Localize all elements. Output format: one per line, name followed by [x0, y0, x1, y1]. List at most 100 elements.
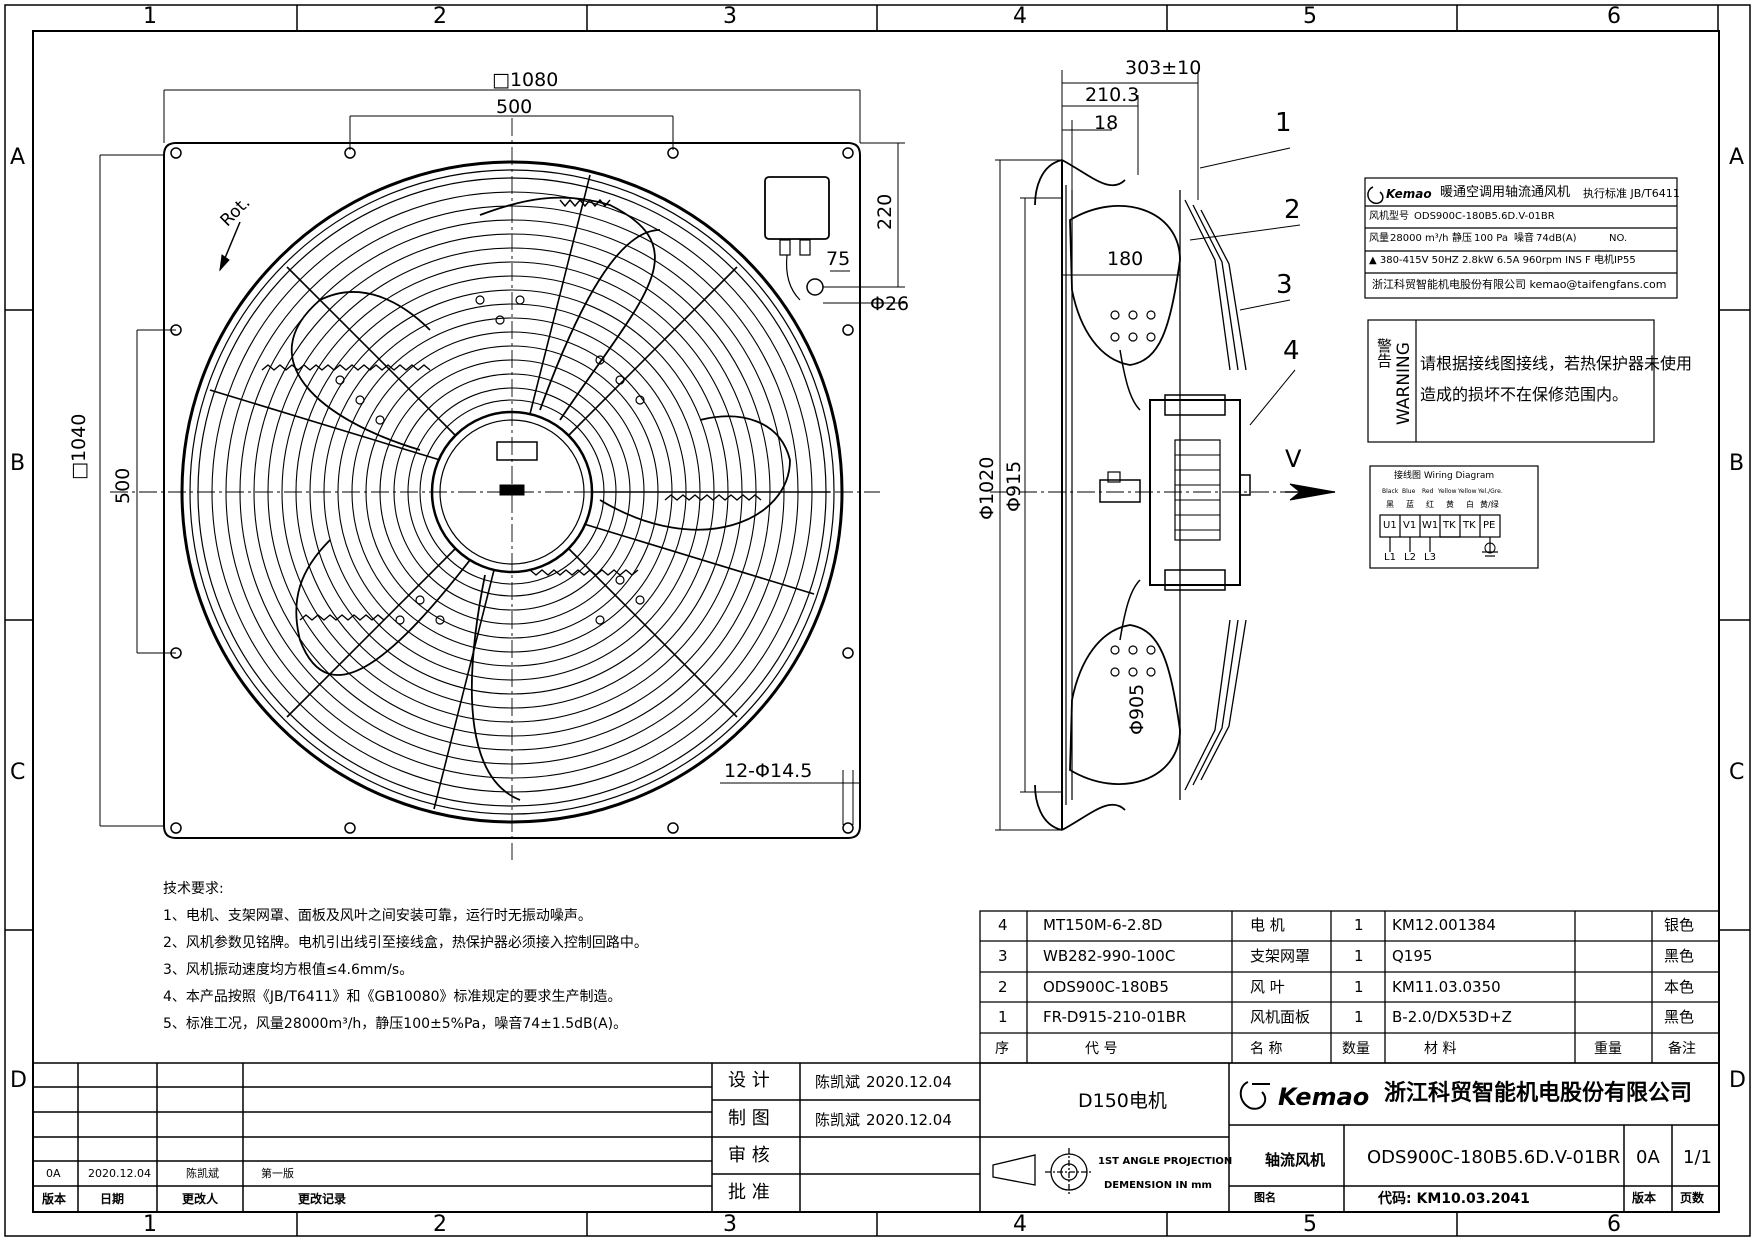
zone-col-3: 3: [723, 4, 737, 29]
dim-phi905: Φ905: [1126, 683, 1148, 735]
dim-210: 210.3: [1085, 84, 1140, 106]
nameplate-title: 暖通空调用轴流通风机: [1440, 185, 1571, 200]
bom-row-1-remark: 黑色: [1664, 1008, 1695, 1026]
zone-col-4-bottom: 4: [1013, 1212, 1027, 1237]
zone-row-a-right: A: [1729, 145, 1745, 170]
dim-75: 75: [826, 248, 851, 270]
bom-row-3-qty: 1: [1354, 947, 1364, 965]
zone-row-b-right: B: [1729, 451, 1745, 476]
nameplate-model-label: 风机型号: [1369, 211, 1409, 222]
dim-180: 180: [1107, 248, 1144, 270]
callout-1: 1: [1275, 108, 1292, 138]
line-l1: L1: [1384, 552, 1396, 563]
revision-header-date: 日期: [100, 1192, 125, 1206]
wiring-color-4: Yellow: [1438, 488, 1457, 495]
nameplate-frame: [1364, 177, 1678, 299]
airflow-label: V: [1285, 445, 1302, 473]
bom-row-1-name: 风机面板: [1250, 1008, 1311, 1026]
note-2: 2、风机参数见铭牌。电机引出线引至接线盒，热保护器必须接入控制回路中。: [163, 935, 648, 951]
titleblock-brand: Kemao: [1278, 1083, 1370, 1111]
revision-ver: 0A: [46, 1167, 61, 1180]
terminal-w1: W1: [1422, 520, 1439, 531]
line-l3: L3: [1424, 552, 1436, 563]
design-date: 2020.12.04: [866, 1073, 952, 1091]
bom-header-weight: 重量: [1594, 1041, 1622, 1057]
bom-header-material: 材 料: [1424, 1041, 1457, 1057]
zone-col-2-bottom: 2: [433, 1212, 447, 1237]
bom-row-4-material: KM12.001384: [1392, 916, 1496, 934]
nameplate-noise-label: 噪音: [1514, 233, 1534, 244]
revision-header-by: 更改人: [182, 1192, 219, 1206]
titleblock-company: 浙江科贸智能机电股份有限公司: [1384, 1081, 1693, 1106]
bom-row-4-name: 电 机: [1250, 916, 1285, 934]
bom-row-4-code: MT150M-6-2.8D: [1043, 916, 1163, 934]
review-label: 审 核: [728, 1145, 770, 1166]
zone-row-d: D: [10, 1068, 27, 1093]
revision-header-record: 更改记录: [298, 1192, 347, 1206]
warning-line-1: 请根据接线图接线，若热保护器未使用: [1420, 354, 1693, 373]
kemao-logo: [1239, 1081, 1270, 1110]
terminal-tk-2: TK: [1463, 520, 1476, 531]
revision-date: 2020.12.04: [88, 1167, 151, 1180]
wiring-color-2: Blue: [1402, 488, 1416, 495]
warning-cn-label: 警告: [1375, 338, 1393, 368]
bom-row-2-material: KM11.03.0350: [1392, 978, 1501, 996]
wiring-title: 接线图 Wiring Diagram: [1394, 471, 1495, 481]
product-name: 轴流风机: [1265, 1151, 1326, 1169]
bom-row-4-qty: 1: [1354, 916, 1364, 934]
nameplate-model: ODS900C-180B5.6D.V-01BR: [1414, 211, 1555, 222]
wiring-color-5: Yellow: [1458, 488, 1477, 495]
front-view: [99, 89, 905, 860]
draw-name: 陈凯斌: [815, 1111, 861, 1129]
dim-hole-spacing-x: 500: [496, 96, 533, 118]
nameplate-pressure-label: 静压: [1452, 233, 1472, 244]
zone-col-6: 6: [1607, 4, 1621, 29]
note-3: 3、风机振动速度均方根值≤4.6mm/s。: [163, 962, 414, 978]
line-l2: L2: [1404, 552, 1416, 563]
bom-header-code: 代 号: [1085, 1041, 1118, 1057]
callout-2: 2: [1284, 195, 1301, 225]
dim-panel-width: □1080: [492, 69, 559, 91]
nameplate-flow: 28000 m³/h: [1390, 233, 1449, 244]
nameplate-no-label: NO.: [1609, 233, 1628, 244]
note-4: 4、本产品按照《JB/T6411》和《GB10080》标准规定的要求生产制造。: [163, 989, 622, 1005]
zone-row-b: B: [10, 451, 26, 476]
terminal-u1: U1: [1383, 520, 1397, 531]
nameplate-standard: 执行标准 JB/T6411: [1583, 187, 1680, 200]
dim-depth: 303±10: [1125, 57, 1202, 79]
dim-220: 220: [874, 193, 896, 230]
terminal-pe: PE: [1483, 520, 1496, 531]
bom-row-2-no: 2: [998, 978, 1008, 996]
wiring-color-6: Yel./Gre.: [1478, 488, 1503, 495]
bom-row-2-qty: 1: [1354, 978, 1364, 996]
dimension-label: DEMENSION IN mm: [1104, 1180, 1212, 1191]
nameplate-electrical: ▲ 380-415V 50HZ 2.8kW 6.5A 960rpm INS F …: [1369, 255, 1636, 266]
revision-record: 第一版: [261, 1167, 294, 1180]
zone-row-a: A: [10, 145, 26, 170]
revision-by: 陈凯斌: [186, 1167, 219, 1180]
design-name: 陈凯斌: [815, 1073, 861, 1091]
draw-label: 制 图: [728, 1108, 770, 1129]
zone-col-4: 4: [1013, 4, 1027, 29]
approve-label: 批 准: [728, 1182, 770, 1203]
bom-row-3-name: 支架网罩: [1250, 947, 1311, 965]
drawing-number: ODS900C-180B5.6D.V-01BR: [1367, 1147, 1621, 1168]
zone-col-1-bottom: 1: [143, 1212, 157, 1237]
zone-col-2: 2: [433, 4, 447, 29]
bom-header-no: 序: [995, 1041, 1009, 1057]
notes-title: 技术要求:: [163, 881, 224, 897]
note-1: 1、电机、支架网罩、面板及风叶之间安装可靠，运行时无振动噪声。: [163, 908, 592, 924]
pages: 1/1: [1683, 1147, 1712, 1168]
side-view: [990, 70, 1336, 831]
bom-row-2-remark: 本色: [1664, 978, 1695, 996]
projection-label: 1ST ANGLE PROJECTION: [1098, 1156, 1233, 1167]
zone-row-c: C: [10, 760, 26, 785]
zone-col-5: 5: [1303, 4, 1317, 29]
bom-header-remark: 备注: [1668, 1041, 1696, 1057]
dim-phi26: Φ26: [870, 293, 910, 315]
bom-row-4-remark: 银色: [1664, 916, 1695, 934]
zone-col-1: 1: [143, 4, 157, 29]
dim-mounting-holes: 12-Φ14.5: [724, 760, 813, 782]
dim-hole-spacing-y: 500: [112, 467, 134, 504]
